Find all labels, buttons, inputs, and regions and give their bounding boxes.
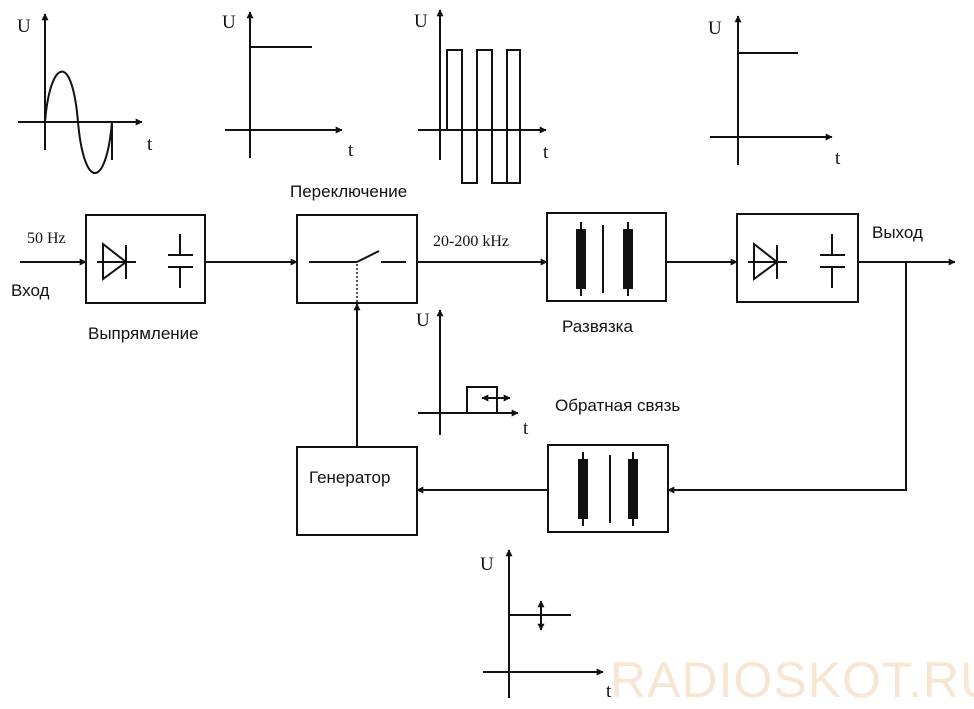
isolation-label: Развязка xyxy=(562,317,633,336)
axis-label-t: t xyxy=(348,140,354,161)
input-label: Вход xyxy=(11,281,50,300)
graph-feedback-level: U t xyxy=(480,549,612,702)
feedback-transformer-block xyxy=(547,444,669,533)
rectifier-block xyxy=(85,214,206,304)
graph-pwm-pulse: U t xyxy=(416,309,529,439)
axis-label-u: U xyxy=(416,310,430,331)
graph-output-dc: U t xyxy=(708,15,841,169)
output-label: Выход xyxy=(872,223,923,242)
generator-label: Генератор xyxy=(309,468,390,487)
rectification-label: Выпрямление xyxy=(88,324,199,343)
isolation-transformer-block xyxy=(546,212,667,302)
input-frequency-label: 50 Hz xyxy=(27,230,66,247)
switch-block xyxy=(296,214,418,304)
axis-label-u: U xyxy=(480,554,494,575)
switching-label: Переключение xyxy=(290,182,407,201)
watermark: RADIOSKOT.RU xyxy=(610,652,974,708)
axis-label-t: t xyxy=(147,134,153,155)
axis-label-u: U xyxy=(708,18,722,39)
axis-label-u: U xyxy=(414,11,428,32)
generator-block xyxy=(296,446,418,536)
switch-frequency-label: 20-200 kHz xyxy=(433,233,509,250)
graph-rectified-dc: U t xyxy=(222,11,354,161)
axis-label-t: t xyxy=(523,418,529,439)
axis-label-u: U xyxy=(222,12,236,33)
axis-label-t: t xyxy=(543,142,549,163)
graph-input-sine: U t xyxy=(17,13,153,174)
feedback-line xyxy=(667,262,907,494)
output-rectifier-block xyxy=(736,213,859,303)
axis-label-t: t xyxy=(606,681,612,702)
axis-label-t: t xyxy=(835,148,841,169)
axis-label-u: U xyxy=(17,16,31,37)
feedback-label: Обратная связь xyxy=(555,396,680,415)
graph-square-wave: U t xyxy=(414,9,549,184)
